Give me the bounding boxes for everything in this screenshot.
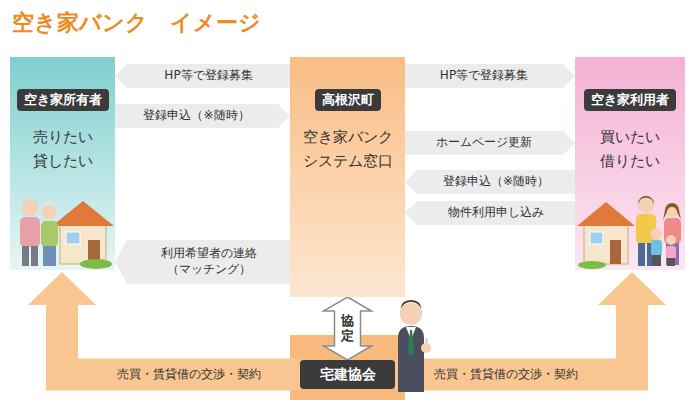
arrow-label: 売買・賃貸借の交渉・契約 bbox=[432, 367, 580, 383]
person-body bbox=[41, 221, 58, 247]
arrow-label: 売買・賃貸借の交渉・契約 bbox=[115, 367, 263, 383]
user-panel: 空き家利用者買いたい 借りたい bbox=[575, 57, 685, 270]
bush bbox=[80, 259, 112, 269]
role-name: 空き家利用者 bbox=[584, 89, 676, 111]
house-window bbox=[590, 232, 603, 244]
house-door bbox=[610, 240, 621, 264]
flow-arrow bbox=[405, 131, 575, 155]
hair bbox=[400, 300, 422, 313]
role-wish: 売りたい 貸したい bbox=[14, 125, 111, 173]
child-leg bbox=[667, 258, 675, 266]
arrow-label: 利用希望者の連絡（マッチング） bbox=[157, 246, 261, 277]
businessman bbox=[398, 300, 431, 392]
thumb bbox=[425, 338, 428, 346]
shirt bbox=[406, 327, 416, 340]
person-hair bbox=[22, 198, 38, 206]
tie bbox=[408, 330, 414, 356]
diagram-title: 空き家バンク イメージ bbox=[12, 8, 261, 38]
person-head bbox=[665, 203, 679, 217]
house-door bbox=[88, 240, 100, 264]
person-leg bbox=[638, 243, 645, 266]
child-head bbox=[650, 228, 662, 240]
owner-panel: 空き家所有者売りたい 貸したい bbox=[10, 57, 115, 270]
person-head bbox=[22, 200, 38, 216]
person-head bbox=[42, 205, 56, 219]
house-roof bbox=[52, 201, 114, 226]
arrow-label: HP等で登録募集 bbox=[162, 68, 254, 84]
person-leg bbox=[647, 243, 654, 266]
role-name: 空き家所有者 bbox=[17, 89, 109, 111]
arrow-label: 登録申込（※随時） bbox=[441, 174, 551, 190]
person-body bbox=[636, 214, 656, 244]
association-badge: 宅建協会 bbox=[300, 360, 395, 389]
person-hair bbox=[638, 196, 654, 204]
agreement-arrow bbox=[324, 297, 372, 360]
flow-arrow bbox=[115, 104, 290, 128]
elderly-couple bbox=[20, 198, 58, 266]
arrow-label: ホームページ更新 bbox=[434, 135, 534, 151]
arrow-label: 物件利用申し込み bbox=[446, 205, 546, 221]
user-house bbox=[577, 202, 635, 269]
person-skirt bbox=[43, 246, 56, 266]
arrow-label: 協定 bbox=[341, 313, 354, 344]
owner-house bbox=[52, 201, 114, 269]
child-head bbox=[666, 235, 676, 245]
role-name: 宅建協会 bbox=[320, 366, 376, 384]
person-leg bbox=[22, 246, 29, 266]
flow-arrow bbox=[115, 64, 290, 88]
thumb-hand bbox=[421, 343, 431, 353]
arrow-label: 登録申込（※随時） bbox=[141, 108, 251, 124]
person-body bbox=[20, 217, 40, 247]
person-body bbox=[664, 218, 681, 244]
person-hair bbox=[663, 203, 681, 220]
bush bbox=[578, 261, 606, 269]
role-wish: 買いたい 借りたい bbox=[579, 125, 681, 173]
house-roof bbox=[577, 202, 635, 226]
flow-arrow bbox=[405, 201, 575, 225]
role-wish: 空き家バンク システム窓口 bbox=[294, 125, 401, 173]
flow-arrow bbox=[405, 170, 575, 194]
house-wall bbox=[584, 224, 628, 264]
person-head bbox=[638, 197, 654, 213]
house-wall bbox=[60, 224, 106, 264]
family bbox=[636, 196, 681, 266]
town-panel: 高根沢町空き家バンク システム窓口 bbox=[290, 57, 405, 297]
flow-arrow bbox=[405, 64, 575, 88]
child-leg bbox=[652, 255, 661, 266]
contract-arrow bbox=[28, 272, 300, 391]
contract-arrow bbox=[395, 272, 666, 391]
association-block bbox=[290, 335, 405, 400]
person-skirt bbox=[666, 243, 679, 265]
suit bbox=[398, 326, 424, 392]
arrow-label: HP等で登録募集 bbox=[438, 68, 530, 84]
flow-arrow bbox=[115, 240, 290, 284]
person-leg bbox=[31, 246, 38, 266]
role-name: 高根沢町 bbox=[315, 89, 381, 111]
head bbox=[400, 303, 422, 325]
child-body bbox=[651, 240, 662, 256]
person-hair bbox=[42, 201, 56, 211]
house-window bbox=[66, 232, 80, 244]
child-body bbox=[666, 246, 676, 259]
